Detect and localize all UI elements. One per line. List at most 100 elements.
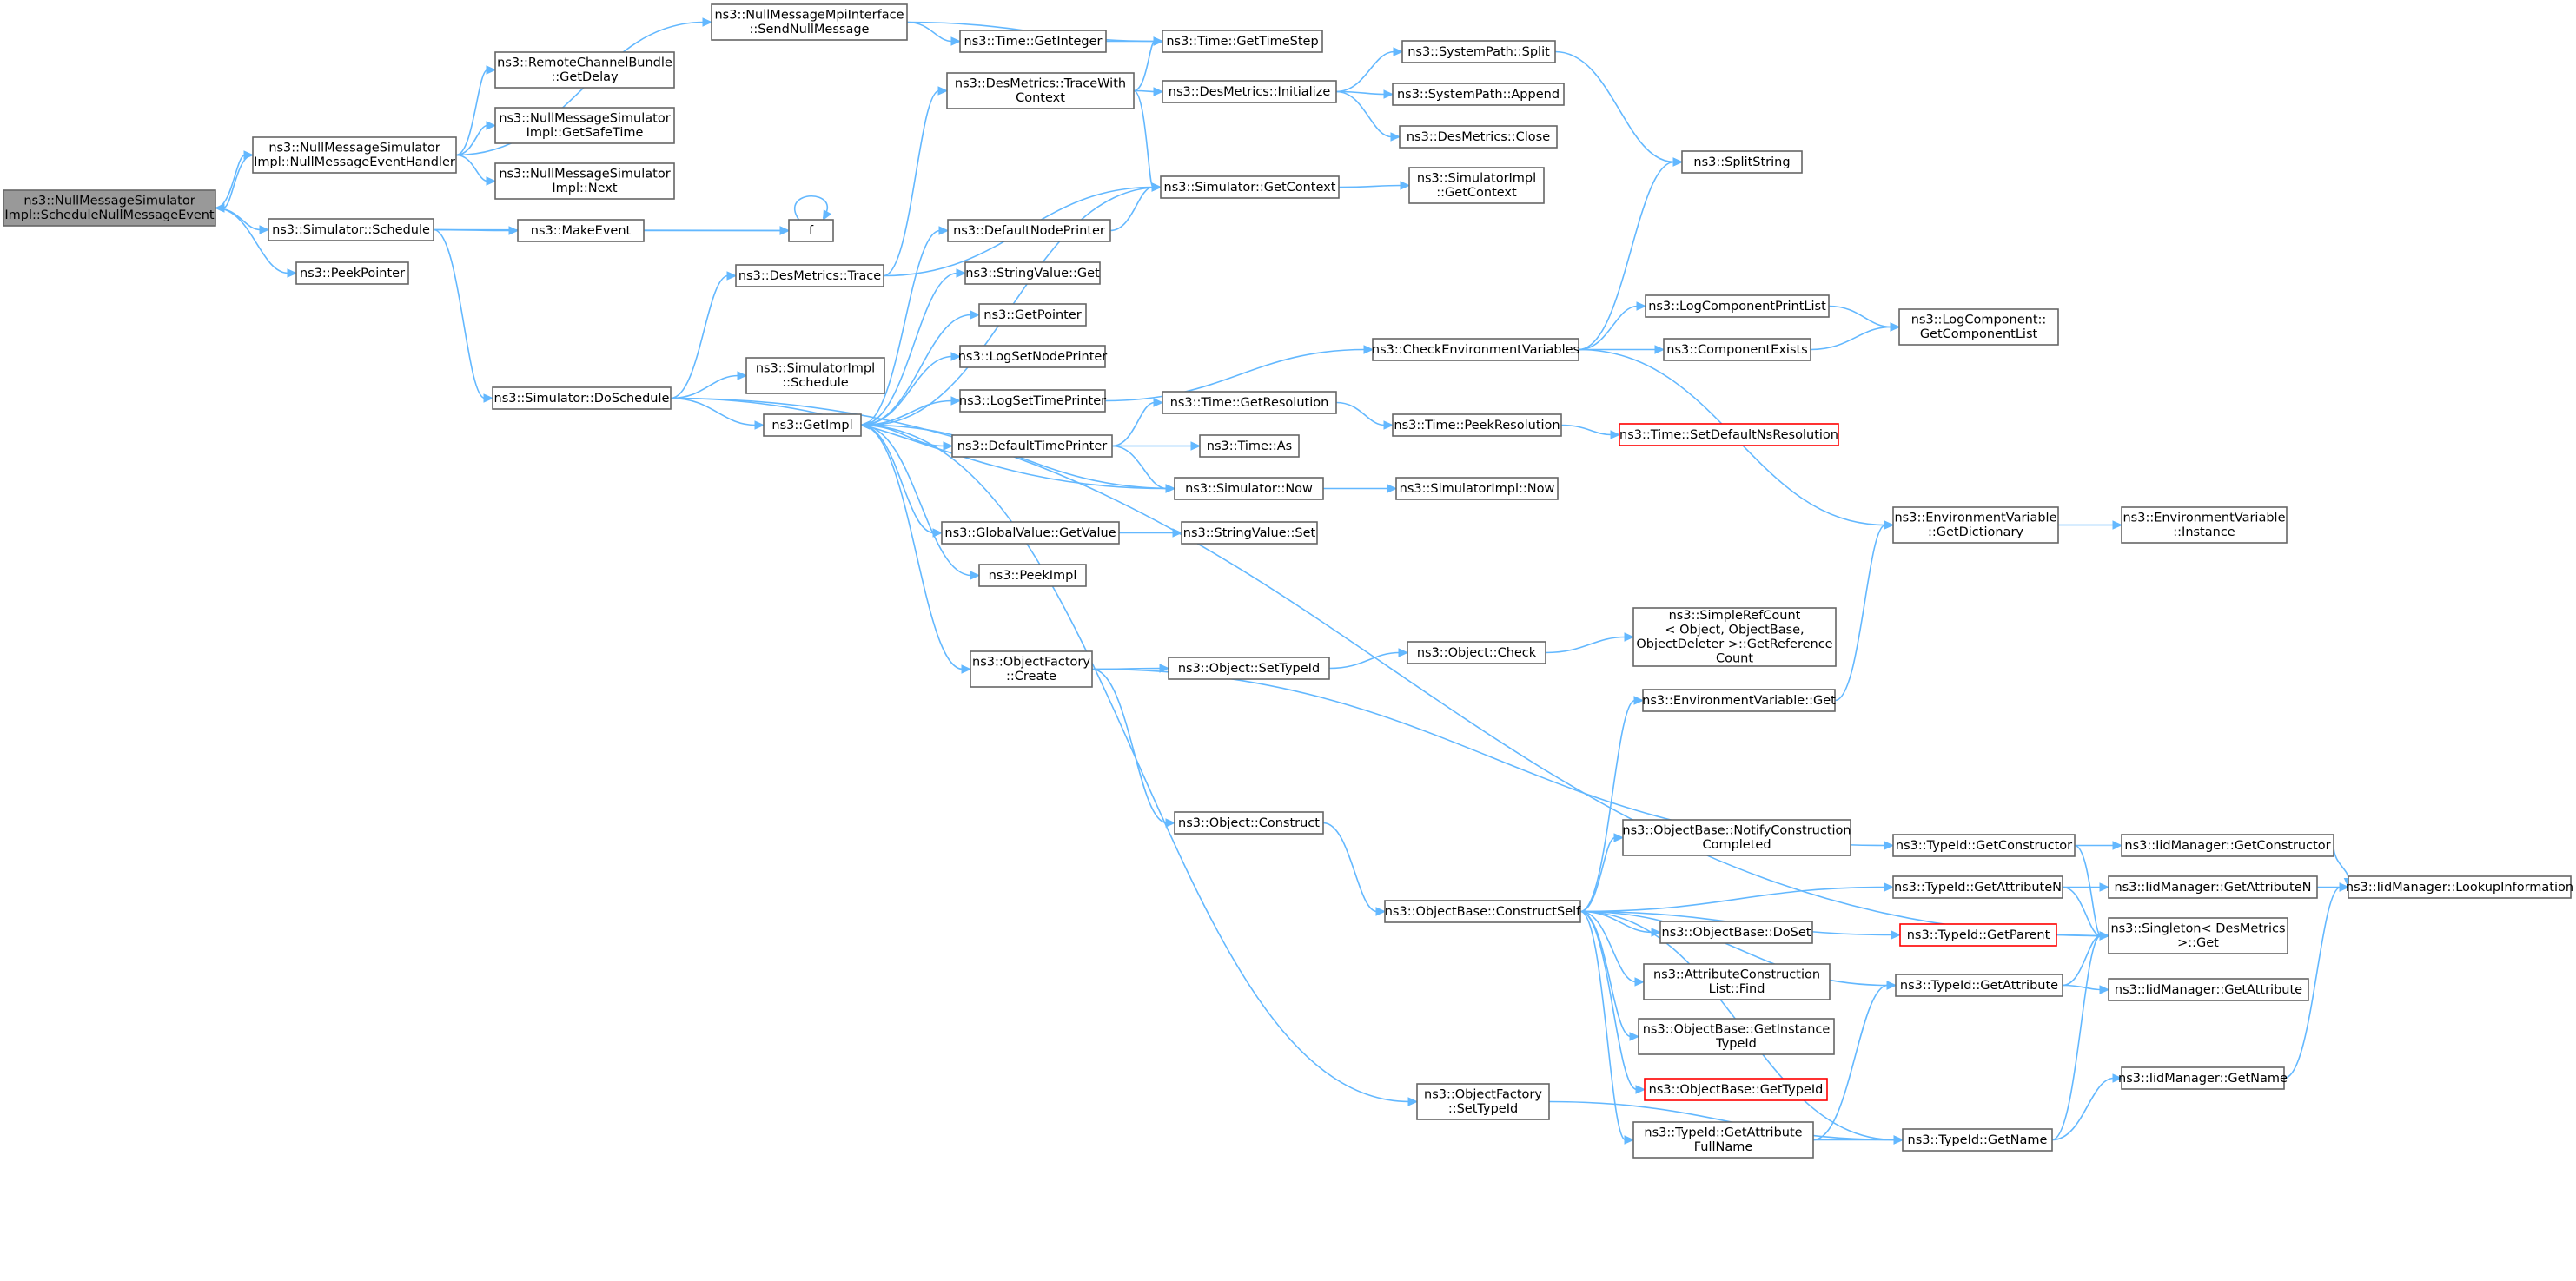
node-objsettypeid[interactable]: ns3::Object::SetTypeId: [1168, 657, 1330, 680]
node-ofcreate[interactable]: ns3::ObjectFactory::Create: [970, 650, 1093, 688]
edge-objsettypeid-to-objcheck: [1328, 648, 1409, 670]
node-tidgetattrn[interactable]: ns3::TypeId::GetAttributeN: [1892, 875, 2063, 899]
node-obgettid[interactable]: ns3::ObjectBase::GetTypeId: [1644, 1078, 1828, 1101]
node-splitstring[interactable]: ns3::SplitString: [1681, 150, 1803, 174]
node-label: ns3::LogSetNodePrinter: [958, 350, 1108, 364]
node-defnodeprinter[interactable]: ns3::DefaultNodePrinter: [947, 219, 1111, 242]
node-simnow[interactable]: ns3::Simulator::Now: [1174, 477, 1324, 500]
node-box: [1392, 83, 1565, 106]
node-objconstruct[interactable]: ns3::Object::Construct: [1174, 811, 1324, 835]
edge-arrowhead: [1387, 484, 1398, 493]
node-refcount[interactable]: ns3::SimpleRefCount< Object, ObjectBase,…: [1632, 607, 1837, 667]
node-label: ns3::Simulator::Schedule: [272, 223, 430, 237]
node-strvalset[interactable]: ns3::StringValue::Set: [1181, 521, 1318, 545]
node-gettimestep[interactable]: ns3::Time::GetTimeStep: [1162, 30, 1323, 53]
node-getinteger[interactable]: ns3::Time::GetInteger: [959, 30, 1107, 53]
node-box: [2348, 875, 2572, 899]
node-getcomplist[interactable]: ns3::LogComponent::GetComponentList: [1898, 308, 2059, 346]
node-box: [494, 107, 675, 144]
node-getcontext[interactable]: ns3::Simulator::GetContext: [1160, 175, 1340, 199]
node-compexists[interactable]: ns3::ComponentExists: [1663, 338, 1811, 361]
node-tidgetparent[interactable]: ns3::TypeId::GetParent: [1899, 923, 2057, 947]
node-label: f: [809, 224, 814, 238]
edge-line: [1810, 326, 1892, 351]
node-doschedule[interactable]: ns3::Simulator::DoSchedule: [492, 386, 672, 410]
node-envinst[interactable]: ns3::EnvironmentVariable::Instance: [2121, 506, 2288, 544]
node-deftimeprinter[interactable]: ns3::DefaultTimePrinter: [951, 434, 1113, 458]
node-logsettime[interactable]: ns3::LogSetTimePrinter: [959, 389, 1106, 413]
node-box: [3, 189, 216, 227]
node-box: [1892, 875, 2063, 899]
node-dminit[interactable]: ns3::DesMetrics::Initialize: [1162, 80, 1337, 103]
node-getsafe[interactable]: ns3::NullMessageSimulatorImpl::GetSafeTi…: [494, 107, 675, 144]
node-handler[interactable]: ns3::NullMessageSimulatorImpl::NullMessa…: [252, 136, 457, 174]
node-setdefns[interactable]: ns3::Time::SetDefaultNsResolution: [1619, 423, 1839, 446]
node-getpointer[interactable]: ns3::GetPointer: [978, 303, 1087, 327]
node-lookupinfo[interactable]: ns3::IidManager::LookupInformation: [2346, 875, 2573, 899]
node-implschedule[interactable]: ns3::SimulatorImpl::Schedule: [745, 357, 885, 394]
node-sendnull[interactable]: ns3::NullMessageMpiInterface::SendNullMe…: [711, 3, 908, 41]
node-envdict[interactable]: ns3::EnvironmentVariable::GetDictionary: [1892, 506, 2059, 544]
edge-doschedule-to-implschedule: [670, 371, 748, 399]
edge-root-to-peekptr: [215, 207, 298, 278]
node-makeevent[interactable]: ns3::MakeEvent: [517, 219, 645, 242]
node-doset[interactable]: ns3::ObjectBase::DoSet: [1659, 921, 1813, 944]
node-peekimpl[interactable]: ns3::PeekImpl: [978, 564, 1087, 587]
node-spsplit[interactable]: ns3::SystemPath::Split: [1401, 40, 1556, 63]
node-root[interactable]: ns3::NullMessageSimulatorImpl::ScheduleN…: [3, 189, 216, 227]
node-logsetnode[interactable]: ns3::LogSetNodePrinter: [958, 345, 1108, 368]
node-label: ns3::PeekImpl: [989, 569, 1077, 583]
node-constructself[interactable]: ns3::ObjectBase::ConstructSelf: [1384, 900, 1581, 923]
edge-line: [1545, 636, 1626, 654]
edge-arrowhead: [943, 441, 954, 451]
node-envget[interactable]: ns3::EnvironmentVariable::Get: [1642, 689, 1836, 712]
edge-arrowhead: [1633, 696, 1645, 705]
node-iidgetname[interactable]: ns3::IidManager::GetName: [2118, 1066, 2288, 1090]
node-ofsettypeid[interactable]: ns3::ObjectFactory::SetTypeId: [1416, 1083, 1550, 1120]
node-logcompprint[interactable]: ns3::LogComponentPrintList: [1645, 294, 1830, 318]
node-notifyconstr[interactable]: ns3::ObjectBase::NotifyConstructionCompl…: [1622, 819, 1851, 856]
node-getdelay[interactable]: ns3::RemoteChannelBundle::GetDelay: [494, 51, 675, 89]
node-box: [941, 521, 1120, 545]
node-peekptr[interactable]: ns3::PeekPointer: [295, 261, 409, 285]
edge-constructself-to-obgettid: [1579, 910, 1646, 1094]
node-implgetcontext[interactable]: ns3::SimulatorImpl::GetContext: [1408, 167, 1545, 204]
edge-getimpl-to-ofcreate: [860, 424, 972, 674]
node-dmtrace[interactable]: ns3::DesMetrics::Trace: [735, 264, 884, 287]
node-dmclose[interactable]: ns3::DesMetrics::Close: [1399, 125, 1558, 149]
node-label: ns3::RemoteChannelBundle: [497, 56, 672, 70]
node-implnow[interactable]: ns3::SimulatorImpl::Now: [1395, 477, 1559, 500]
node-singleton[interactable]: ns3::Singleton< DesMetrics>::Get: [2108, 917, 2288, 954]
node-iidgetattr[interactable]: ns3::IidManager::GetAttribute: [2108, 978, 2309, 1001]
node-label: ns3::SimulatorImpl: [1417, 172, 1536, 186]
node-strvalget[interactable]: ns3::StringValue::Get: [964, 261, 1101, 285]
node-gvgetvalue[interactable]: ns3::GlobalValue::GetValue: [941, 521, 1120, 545]
node-tidgetattr[interactable]: ns3::TypeId::GetAttribute: [1895, 974, 2063, 997]
node-checkenv[interactable]: ns3::CheckEnvironmentVariables: [1372, 338, 1579, 361]
edge-arrowhead: [1629, 1032, 1640, 1041]
node-objcheck[interactable]: ns3::Object::Check: [1407, 641, 1546, 664]
edge-line: [670, 397, 757, 426]
node-schedule[interactable]: ns3::Simulator::Schedule: [268, 218, 434, 241]
node-tidgetconstr[interactable]: ns3::TypeId::GetConstructor: [1892, 834, 2076, 857]
edge-arrowhead: [1635, 1085, 1646, 1094]
node-iidgetconstr[interactable]: ns3::IidManager::GetConstructor: [2121, 834, 2334, 857]
node-f[interactable]: f: [788, 219, 834, 242]
node-peekres[interactable]: ns3::Time::PeekResolution: [1392, 413, 1562, 437]
edge-line: [670, 397, 2102, 937]
node-tidgetname[interactable]: ns3::TypeId::GetName: [1902, 1128, 2053, 1152]
node-timeas[interactable]: ns3::Time::As: [1199, 434, 1300, 458]
edge-line: [1548, 1100, 1896, 1141]
edge-arrowhead: [859, 420, 871, 430]
node-getimpl[interactable]: ns3::GetImpl: [763, 413, 862, 437]
node-iidgetattrn[interactable]: ns3::IidManager::GetAttributeN: [2108, 875, 2318, 899]
edge-arrowhead: [2339, 882, 2350, 892]
node-getresolution[interactable]: ns3::Time::GetResolution: [1162, 391, 1337, 414]
node-label: ns3::StringValue::Get: [965, 267, 1100, 281]
node-spappend[interactable]: ns3::SystemPath::Append: [1392, 83, 1565, 106]
